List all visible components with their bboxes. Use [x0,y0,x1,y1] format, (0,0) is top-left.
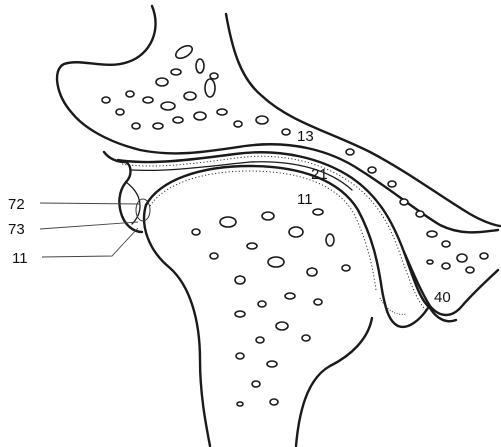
label-73: 73 [8,221,25,238]
femoral-head-outline [146,166,428,327]
cartilage-hatching-head [150,171,376,290]
leader-72 [40,203,140,204]
femur-left-contour [144,205,210,446]
femoral-head-trabeculae [192,209,350,406]
leader-73 [40,222,138,229]
leader-11-side [42,228,138,257]
upper-bone-trabeculae [102,43,290,135]
articular-surface-upper [118,152,430,308]
label-13: 13 [297,128,314,145]
label-72: 72 [8,196,25,213]
lower-bone-outline [404,252,498,315]
label-11-head: 11 [297,191,313,208]
label-21: 21 [311,166,328,183]
label-11-side: 11 [12,250,28,267]
upper-bone-outline [57,6,498,232]
label-40: 40 [434,289,451,306]
